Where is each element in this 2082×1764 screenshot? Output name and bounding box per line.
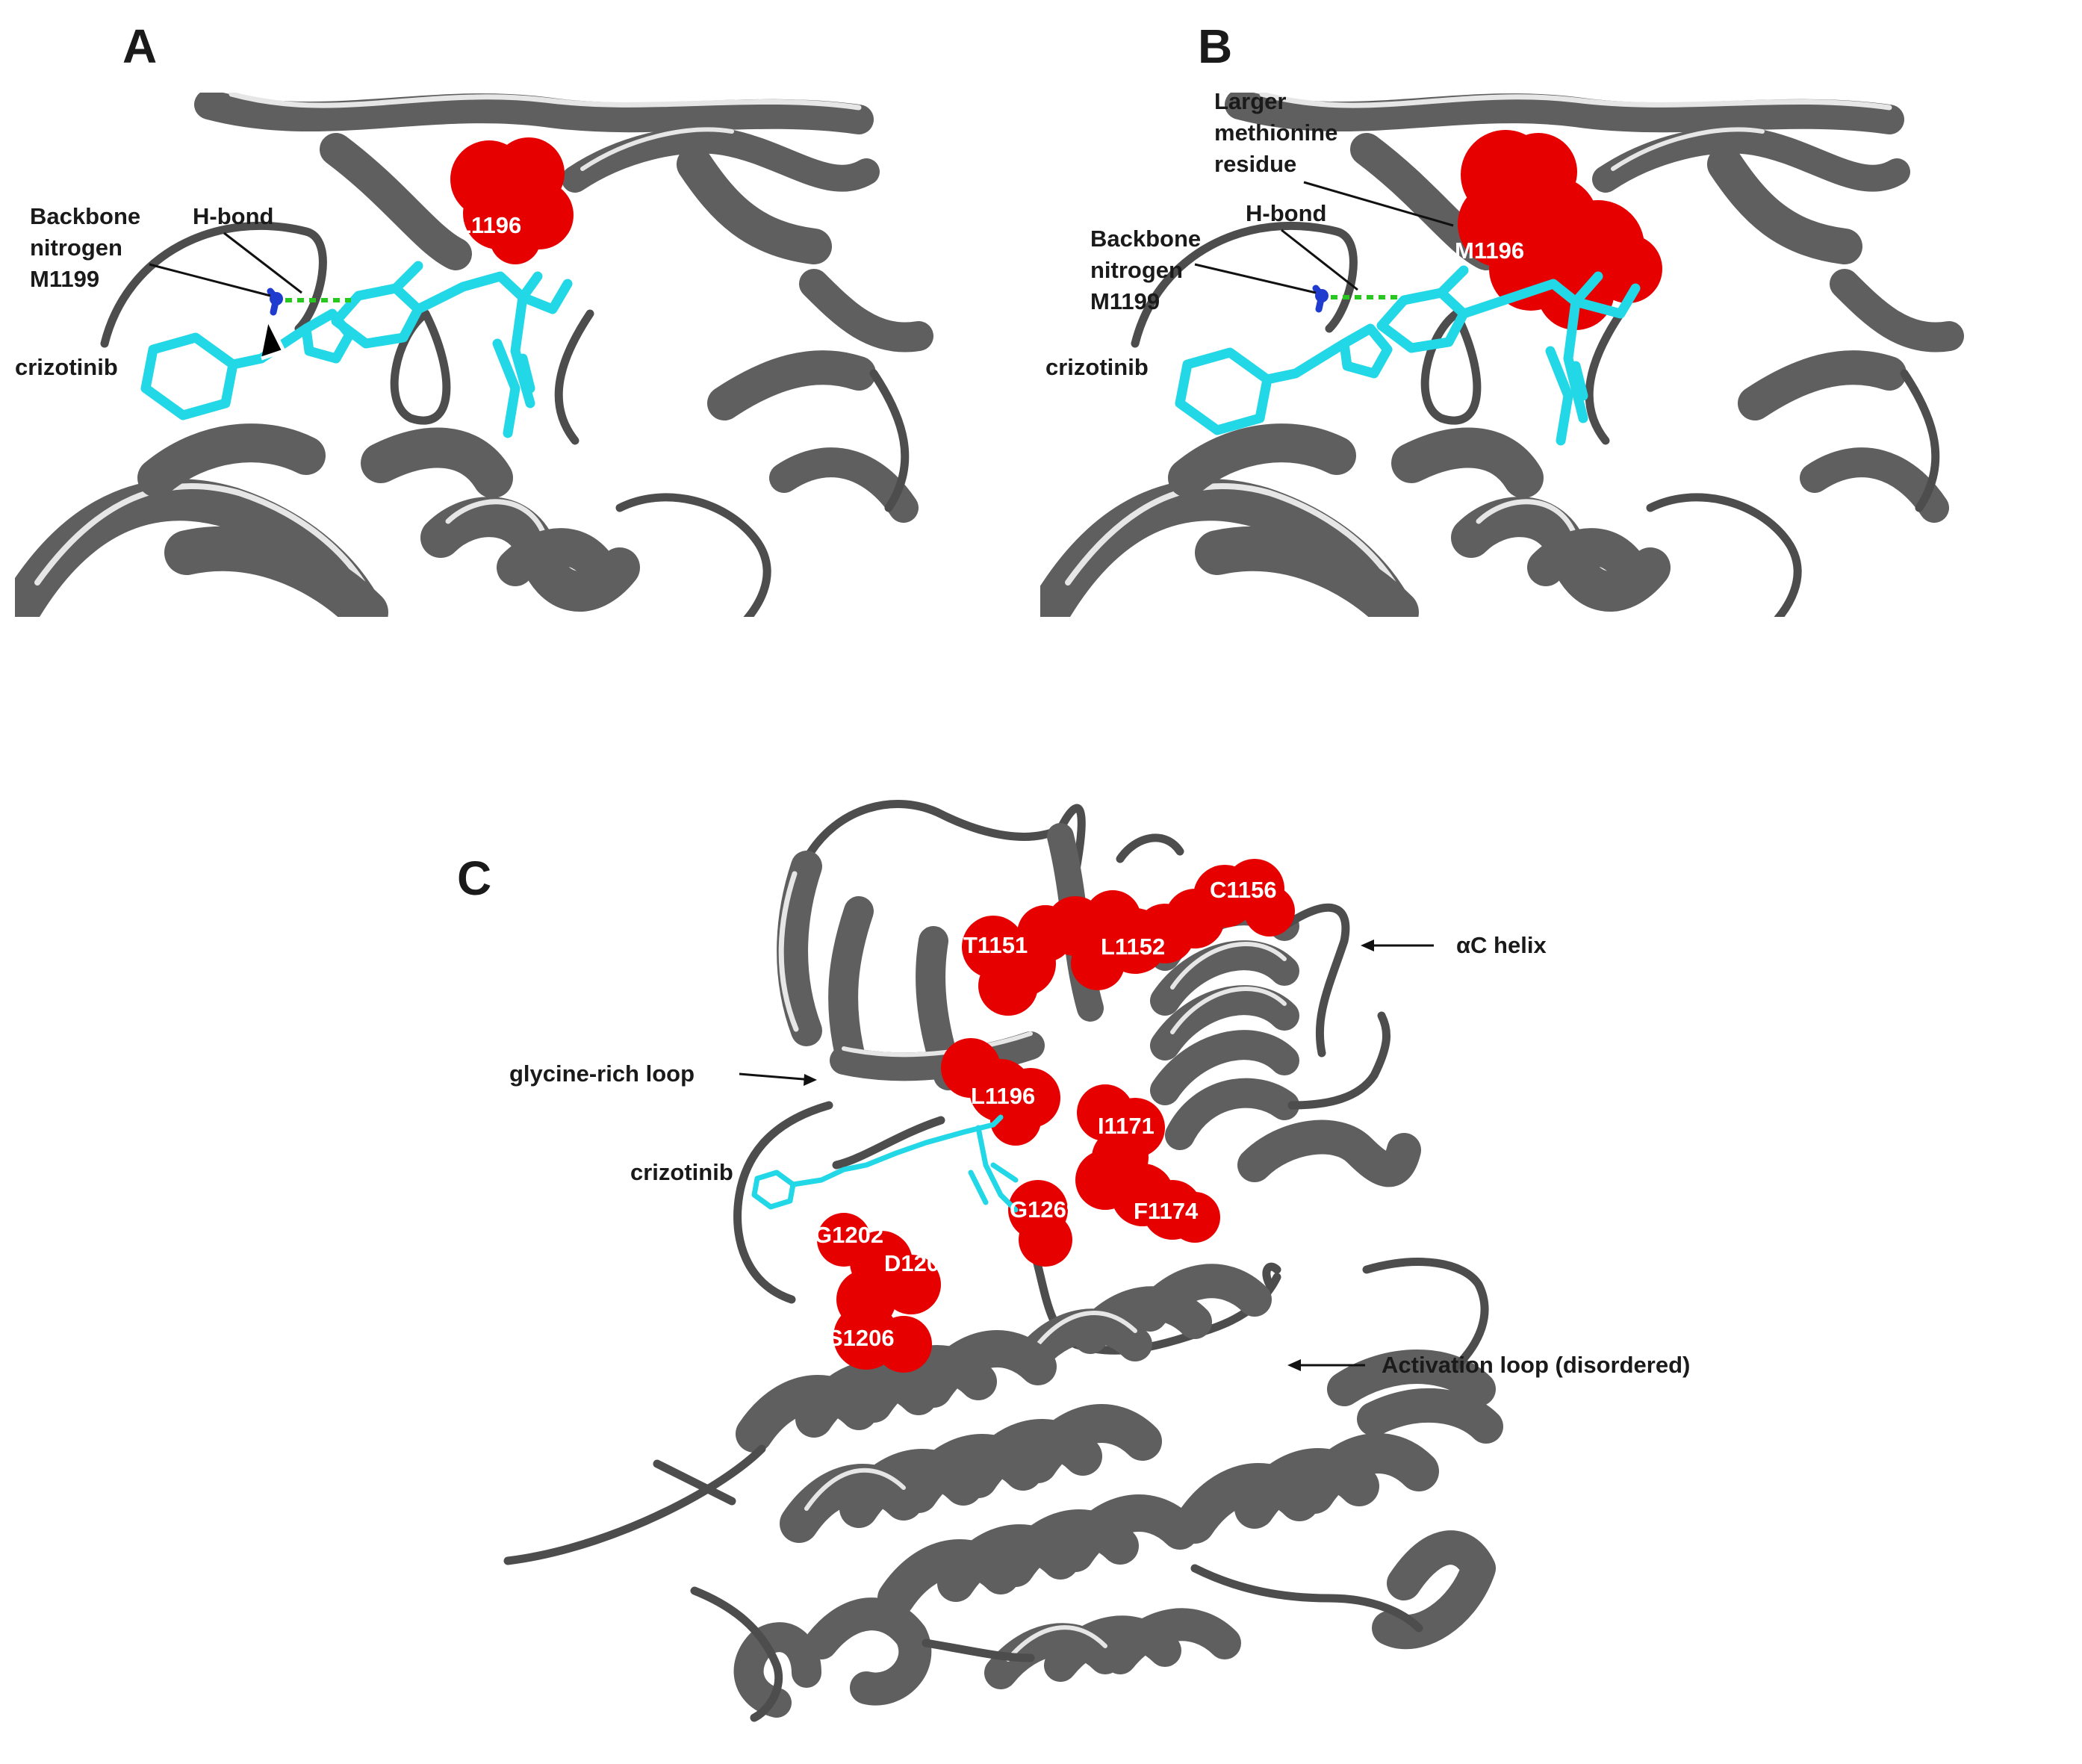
helix-label: αC helix <box>1456 932 1547 958</box>
backbone-pointer-b <box>1194 263 1317 294</box>
crizotinib-label-b: crizotinib <box>1045 354 1149 380</box>
residue-label-a: L1196 <box>457 212 521 238</box>
crizotinib-molecule-a <box>140 261 573 438</box>
note-label-b-1: Larger <box>1214 88 1286 114</box>
backbone-label-a-2: nitrogen <box>30 235 122 261</box>
gly-loop-label: glycine-rich loop <box>509 1060 694 1087</box>
gly-loop-pointer <box>739 1072 813 1081</box>
residue-l1152: L1152 <box>1101 934 1165 960</box>
crizotinib-label-c: crizotinib <box>630 1159 733 1185</box>
residue-label-b: M1196 <box>1455 237 1524 264</box>
backbone-label-b-2: nitrogen <box>1090 257 1183 283</box>
panel-a-structure <box>7 90 933 627</box>
l1196-spheres <box>450 137 574 264</box>
c-lobe <box>503 1258 1503 1722</box>
note-pointer-b <box>1303 181 1454 227</box>
residue-g1269: G1269 <box>1010 1196 1079 1223</box>
m1196-spheres <box>1458 130 1662 330</box>
residue-s1206: S1206 <box>827 1325 895 1351</box>
crizotinib-label-a: crizotinib <box>15 354 118 380</box>
crizotinib-molecule-c <box>751 1114 1019 1213</box>
crizotinib-molecule-b <box>1175 265 1641 446</box>
hbond-label-b: H-bond <box>1246 200 1326 226</box>
backbone-pointer-a <box>149 263 271 297</box>
note-label-b-2: methionine <box>1214 119 1337 146</box>
panel-b-letter: B <box>1198 19 1232 73</box>
residue-d1203: D1203 <box>884 1250 952 1276</box>
residue-i1171: I1171 <box>1098 1113 1155 1139</box>
panel-a-letter: A <box>122 19 157 73</box>
hbond-pointer-a <box>223 232 302 294</box>
residue-t1151: T1151 <box>963 932 1028 958</box>
note-label-b-3: residue <box>1214 151 1296 177</box>
panel-c-letter: C <box>457 851 491 905</box>
panel-b-structure <box>1038 90 1964 627</box>
residue-f1174: F1174 <box>1134 1198 1199 1224</box>
backbone-label-b-1: Backbone <box>1090 226 1201 252</box>
backbone-label-a-3: M1199 <box>30 266 99 292</box>
backbone-label-a-1: Backbone <box>30 203 140 229</box>
panel-c-structure <box>503 800 1503 1722</box>
residue-g1202: G1202 <box>814 1222 883 1248</box>
backbone-label-b-3: M1199 <box>1090 288 1160 314</box>
residue-l1196: L1196 <box>971 1083 1035 1109</box>
hbond-label-a: H-bond <box>193 203 273 229</box>
hbond-pointer-b <box>1281 229 1358 291</box>
residue-c1156: C1156 <box>1210 877 1277 903</box>
activation-loop-label: Activation loop (disordered) <box>1382 1352 1690 1378</box>
mutation-spheres <box>817 859 1295 1373</box>
